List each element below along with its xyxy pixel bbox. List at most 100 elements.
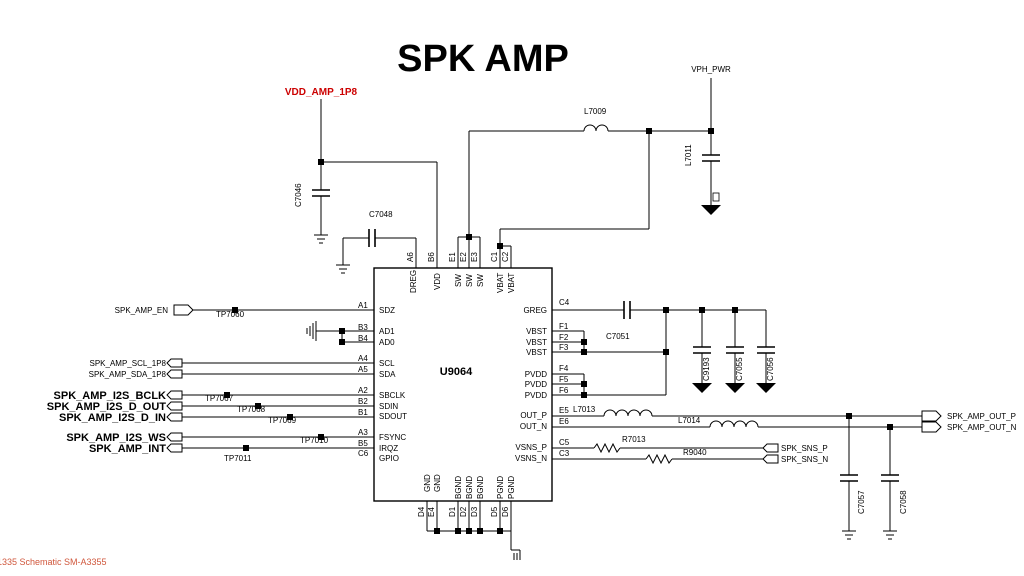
cap-label-c7046: C7046 xyxy=(294,183,303,207)
pin-name-ad0: AD0 xyxy=(379,338,395,347)
pin-name-sdout: SDOUT xyxy=(379,412,407,421)
pin-name-vbat1: VBAT xyxy=(496,273,505,293)
resistor-label-r9040: R9040 xyxy=(683,448,707,457)
pin-num-e5: E5 xyxy=(559,406,569,415)
net-flag-i2s-d-in: SPK_AMP_I2S_D_IN xyxy=(59,412,183,424)
junction xyxy=(887,424,893,430)
right-pin-labels: GREG C4 VBST VBST VBST F1 F2 F3 PVDD PVD… xyxy=(515,298,570,463)
junction xyxy=(663,307,669,313)
pin-num-e3: E3 xyxy=(470,252,479,262)
pin-name-ad1: AD1 xyxy=(379,327,395,336)
pin-num-d4: D4 xyxy=(417,506,426,517)
pin-num-f3: F3 xyxy=(559,343,569,352)
sense-network xyxy=(552,442,764,465)
top-pin-a6: A6 DREG xyxy=(406,238,418,293)
pin-num-d2: D2 xyxy=(459,506,468,517)
resistor-label-r7013: R7013 xyxy=(622,435,646,444)
svg-text:SPK_AMP_SDA_1P8: SPK_AMP_SDA_1P8 xyxy=(89,370,167,379)
pin-name-fsync: FSYNC xyxy=(379,433,406,442)
junction xyxy=(581,349,587,355)
test-point-tp7069: TP7069 xyxy=(268,416,297,425)
top-pin-e3: E3 SW xyxy=(470,237,485,287)
dreg-network xyxy=(336,229,416,274)
junction xyxy=(846,413,852,419)
pin-num-f5: F5 xyxy=(559,375,569,384)
left-wires xyxy=(182,309,374,449)
pin-num-c6: C6 xyxy=(358,449,369,458)
test-point-dot xyxy=(255,403,261,409)
net-flag-sda: SPK_AMP_SDA_1P8 xyxy=(89,369,183,379)
svg-text:C7055: C7055 xyxy=(735,357,744,381)
junction xyxy=(318,159,324,165)
pin-num-e4: E4 xyxy=(427,507,436,517)
pin-num-b2: B2 xyxy=(358,397,368,406)
pin-name-bgnd1: BGND xyxy=(454,476,463,499)
footer-text: 1335 Schematic SM-A3355 xyxy=(0,557,107,567)
test-point-tp7010: TP7010 xyxy=(300,436,329,445)
cap-c9193: C9193 xyxy=(692,346,712,393)
net-flag-scl: SPK_AMP_SCL_1P8 xyxy=(90,358,183,368)
pin-num-e6: E6 xyxy=(559,417,569,426)
cap-label-c7051: C7051 xyxy=(606,332,630,341)
pin-num-c5: C5 xyxy=(559,438,570,447)
junction xyxy=(466,234,472,240)
junction xyxy=(466,528,472,534)
net-flag-i2s-d-out: SPK_AMP_I2S_D_OUT xyxy=(47,401,183,413)
pin-num-b5: B5 xyxy=(358,439,368,448)
output-network xyxy=(552,409,922,540)
pin-num-a4: A4 xyxy=(358,354,368,363)
pin-num-c4: C4 xyxy=(559,298,570,307)
junction xyxy=(434,528,440,534)
cap-c7056: C7056 xyxy=(756,346,776,393)
pin-num-e1: E1 xyxy=(448,252,457,262)
pin-name-pvdd2: PVDD xyxy=(525,380,547,389)
svg-text:SPK_AMP_EN: SPK_AMP_EN xyxy=(115,306,169,315)
net-flag-i2s-bclk: SPK_AMP_I2S_BCLK xyxy=(54,390,183,402)
power-label-vph-pwr: VPH_PWR xyxy=(691,65,731,74)
pin-num-c1: C1 xyxy=(490,251,499,262)
junction xyxy=(339,328,345,334)
pin-name-pvdd3: PVDD xyxy=(525,391,547,400)
test-point-dot xyxy=(232,307,238,313)
pin-num-b6: B6 xyxy=(427,252,436,262)
pin-num-a3: A3 xyxy=(358,428,368,437)
pin-num-a5: A5 xyxy=(358,365,368,374)
pin-num-f4: F4 xyxy=(559,364,569,373)
junction xyxy=(497,243,503,249)
junction xyxy=(699,307,705,313)
svg-text:SPK_SNS_N: SPK_SNS_N xyxy=(781,455,828,464)
pin-name-vsns-p: VSNS_P xyxy=(515,443,547,452)
pin-name-sda: SDA xyxy=(379,370,396,379)
test-point-dot xyxy=(287,414,293,420)
svg-text:SPK_AMP_I2S_BCLK: SPK_AMP_I2S_BCLK xyxy=(54,390,167,402)
power-label-vdd-amp-1p8: VDD_AMP_1P8 xyxy=(285,87,358,98)
pin-name-vsns-n: VSNS_N xyxy=(515,454,547,463)
junction xyxy=(581,381,587,387)
junction xyxy=(581,339,587,345)
test-point-tp7068: TP7068 xyxy=(237,405,266,414)
test-point-tp7067: TP7067 xyxy=(205,394,234,403)
pin-num-c3: C3 xyxy=(559,449,570,458)
pin-name-sdin: SDIN xyxy=(379,402,398,411)
test-point-tp7060: TP7060 xyxy=(216,310,245,319)
svg-text:SPK_AMP_OUT_P: SPK_AMP_OUT_P xyxy=(947,412,1016,421)
svg-text:SPK_AMP_I2S_WS: SPK_AMP_I2S_WS xyxy=(66,432,166,444)
pin-num-b4: B4 xyxy=(358,334,368,343)
left-pin-labels: A1 SDZ B3 AD1 B4 AD0 A4 SCL A5 SDA A2 SB… xyxy=(358,301,407,463)
net-flag-sns-n: SPK_SNS_N xyxy=(762,454,828,464)
page-title: SPK AMP xyxy=(397,38,569,80)
test-point-dot xyxy=(243,445,249,451)
bottom-pins xyxy=(426,501,521,560)
svg-text:SPK_AMP_OUT_N: SPK_AMP_OUT_N xyxy=(947,423,1017,432)
top-pin-c1: C1 VBAT xyxy=(490,246,505,293)
svg-text:SPK_AMP_I2S_D_IN: SPK_AMP_I2S_D_IN xyxy=(59,412,166,424)
svg-text:SPK_AMP_INT: SPK_AMP_INT xyxy=(89,443,166,455)
pin-num-f2: F2 xyxy=(559,333,569,342)
pin-num-c2: C2 xyxy=(501,251,510,262)
top-pin-e1: E1 SW xyxy=(448,237,463,287)
pin-name-vdd: VDD xyxy=(433,273,442,290)
top-pin-c2: C2 VBAT xyxy=(501,246,516,293)
pin-num-d6: D6 xyxy=(501,506,510,517)
test-point-dot xyxy=(224,392,230,398)
pin-num-d3: D3 xyxy=(470,506,479,517)
